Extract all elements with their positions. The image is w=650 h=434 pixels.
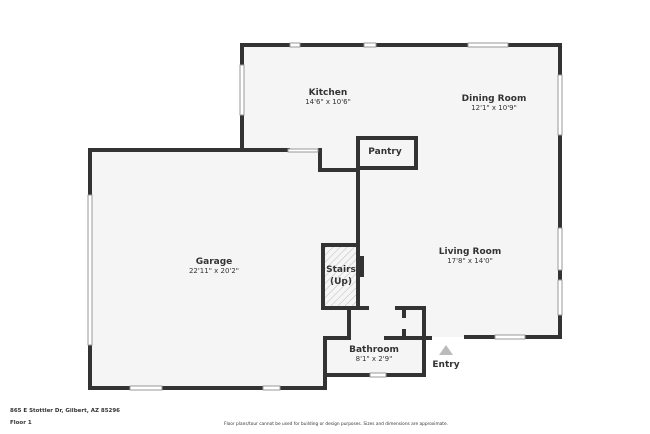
room-dimensions: 8'1" x 2'9" xyxy=(355,355,393,363)
room-name: Entry xyxy=(432,360,460,370)
room-dining: Dining Room 12'1" x 10'9" xyxy=(462,94,527,112)
room-garage: Garage 22'11" x 20'2" xyxy=(189,257,239,275)
room-name: Bathroom xyxy=(349,345,399,355)
address: 865 E Stottler Dr, Gilbert, AZ 85296 xyxy=(10,408,121,414)
room-name: Kitchen xyxy=(308,88,348,98)
room-entry: Entry xyxy=(432,360,459,370)
stairs-hatch xyxy=(323,245,358,308)
room-dimensions: 14'6" x 10'6" xyxy=(305,98,351,106)
room-stairs: Stairs (Up) xyxy=(326,264,356,288)
room-name: Stairs xyxy=(326,265,356,275)
floor-label: Floor 1 xyxy=(10,420,32,426)
disclaimer: Floor plans/tour cannot be used for buil… xyxy=(224,422,448,427)
room-pantry: Pantry xyxy=(368,147,401,157)
windows xyxy=(87,42,563,391)
room-kitchen: Kitchen 14'6" x 10'6" xyxy=(305,88,351,106)
room-name: Garage xyxy=(195,257,233,267)
stairs-direction: (Up) xyxy=(330,277,352,287)
room-name: Dining Room xyxy=(461,94,527,104)
entry-arrow-icon xyxy=(439,345,453,355)
room-name: Living Room xyxy=(438,247,502,257)
room-dimensions: 12'1" x 10'9" xyxy=(471,104,517,112)
room-dimensions: 22'11" x 20'2" xyxy=(188,267,240,275)
floor-area xyxy=(90,45,560,388)
room-name: Pantry xyxy=(368,147,402,157)
room-bathroom: Bathroom 8'1" x 2'9" xyxy=(349,345,399,363)
room-dimensions: 17'8" x 14'0" xyxy=(447,257,493,265)
room-living: Living Room 17'8" x 14'0" xyxy=(439,247,501,265)
